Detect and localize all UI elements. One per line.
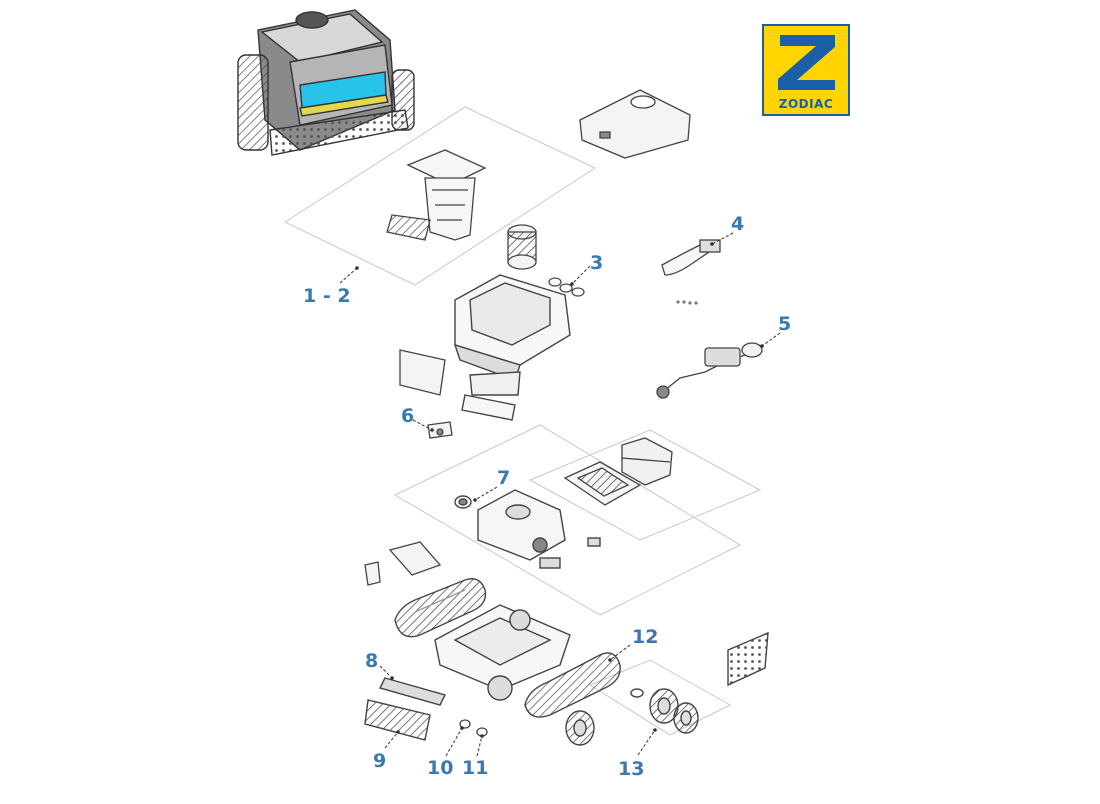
callout-label-10: 10 — [427, 757, 454, 779]
guide-plane-filter — [283, 106, 597, 286]
callout-leader-tip-5 — [760, 344, 764, 348]
callout-leader-11 — [476, 735, 483, 757]
small-bearings — [459, 719, 488, 737]
top-cover — [579, 89, 691, 159]
filter-basket — [386, 149, 487, 241]
callout-leader-9 — [384, 731, 399, 749]
callout-leader-tip-8 — [390, 676, 394, 680]
front-grille — [727, 631, 769, 687]
callout-leader-tip-10 — [460, 726, 464, 730]
callout-label-1-2: 1 - 2 — [303, 285, 351, 307]
track-left — [394, 578, 487, 638]
callout-leader-tip-3 — [570, 282, 574, 286]
callout-leader-1-2 — [339, 267, 358, 284]
lower-chassis — [434, 604, 571, 701]
callout-label-13: 13 — [618, 758, 645, 780]
body-housing — [453, 274, 571, 421]
impeller — [507, 224, 537, 270]
handle — [661, 239, 721, 276]
callout-leader-10 — [445, 727, 463, 757]
robot-cleaner-assembled — [237, 9, 415, 156]
zodiac-logo: ZODIAC — [763, 25, 849, 115]
callout-leader-tip-4 — [710, 242, 714, 246]
motor-block — [621, 437, 673, 486]
callout-leader-6 — [412, 419, 433, 431]
callout-leader-4 — [711, 232, 734, 245]
callout-label-4: 4 — [731, 213, 745, 235]
guide-plane-wheels — [588, 659, 732, 736]
callout-leaders — [339, 232, 781, 757]
filter-tray — [563, 461, 642, 506]
drive-base — [477, 489, 601, 569]
callout-leader-tip-7 — [473, 498, 477, 502]
zodiac-logo-mark — [762, 24, 850, 116]
guide-plane-base — [393, 424, 742, 616]
floating-cable-swivel — [656, 342, 763, 399]
callout-leader-3 — [571, 265, 591, 285]
small-screws-4 — [676, 300, 698, 305]
zodiac-logo-text: ZODIAC — [778, 97, 834, 111]
callout-leader-tip-12 — [608, 658, 612, 662]
brush-roller — [364, 677, 447, 741]
callout-leader-12 — [609, 644, 631, 661]
callout-leader-tip-9 — [396, 730, 400, 734]
track-right — [524, 652, 621, 718]
side-bracket — [364, 541, 442, 586]
callout-label-6: 6 — [401, 405, 415, 427]
callout-label-7: 7 — [497, 467, 511, 489]
callout-leader-7 — [474, 486, 498, 501]
clip-part-6 — [427, 421, 453, 439]
ring-seal — [454, 495, 472, 509]
guide-planes — [283, 106, 762, 736]
callout-label-11: 11 — [462, 757, 489, 779]
guide-plane-motor — [528, 429, 762, 541]
callout-leader-8 — [379, 665, 393, 679]
callout-leader-5 — [761, 332, 781, 347]
callout-leader-tip-11 — [480, 734, 484, 738]
callout-leader-tip-1-2 — [355, 266, 359, 270]
wheels — [565, 688, 699, 746]
seal-washers — [548, 277, 585, 297]
callout-leader-13 — [637, 729, 656, 756]
callout-label-12: 12 — [632, 626, 659, 648]
callout-label-8: 8 — [365, 650, 379, 672]
front-flap — [399, 349, 446, 396]
callout-label-9: 9 — [373, 750, 387, 772]
callout-label-5: 5 — [778, 313, 792, 335]
callout-label-3: 3 — [590, 252, 604, 274]
callout-leader-tip-6 — [430, 428, 434, 432]
callout-leader-tip-13 — [653, 728, 657, 732]
